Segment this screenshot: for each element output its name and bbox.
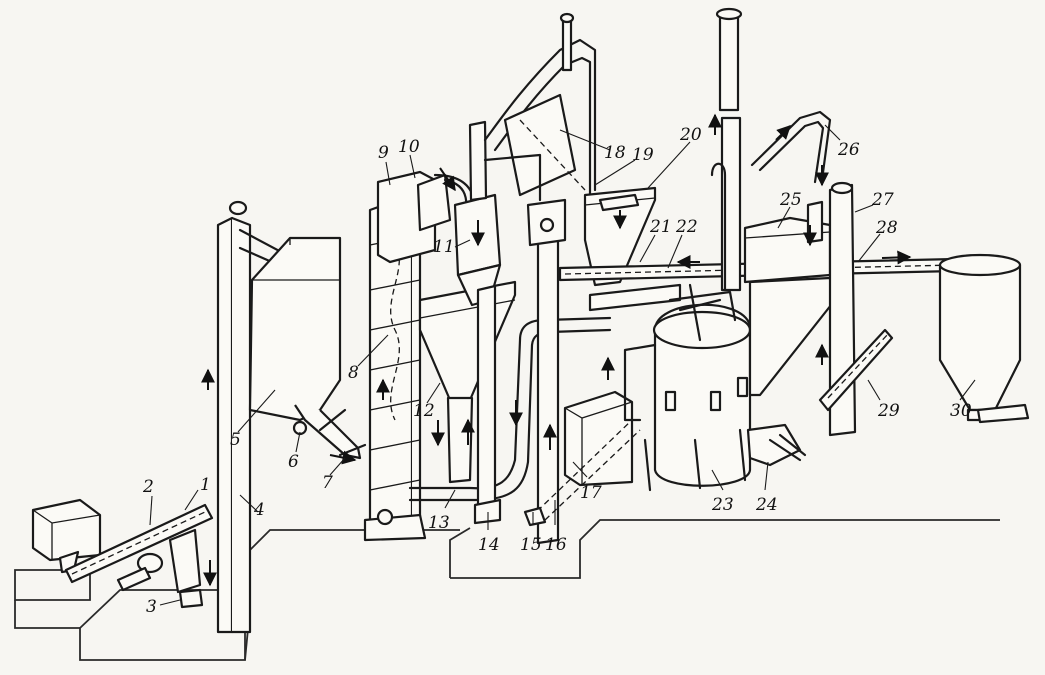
label-28: 28 xyxy=(875,218,898,238)
bucket-elevator-4 xyxy=(216,200,302,634)
furnace-23 xyxy=(623,283,752,492)
silo-30 xyxy=(938,253,1030,424)
label-30: 30 xyxy=(950,401,972,421)
label-26: 26 xyxy=(837,140,860,160)
label-18: 18 xyxy=(604,143,626,163)
label-25: 25 xyxy=(779,190,802,210)
label-6: 6 xyxy=(288,452,299,472)
label-7: 7 xyxy=(322,473,333,493)
label-8: 8 xyxy=(348,363,359,383)
label-23: 23 xyxy=(711,495,734,515)
stack xyxy=(710,7,743,292)
label-4: 4 xyxy=(253,500,265,520)
elevator-8 xyxy=(363,193,427,542)
label-12: 12 xyxy=(413,401,435,421)
label-17: 17 xyxy=(580,483,602,503)
label-13: 13 xyxy=(428,513,450,533)
column-16 xyxy=(526,198,567,545)
label-15: 15 xyxy=(520,535,542,555)
label-19: 19 xyxy=(632,145,654,165)
label-9: 9 xyxy=(378,143,389,163)
chute-15 xyxy=(523,419,641,527)
flow-arrows xyxy=(201,113,912,587)
label-10: 10 xyxy=(398,137,420,157)
label-20: 20 xyxy=(679,125,702,145)
column-14 xyxy=(473,284,502,525)
label-29: 29 xyxy=(877,401,900,421)
label-22: 22 xyxy=(675,217,698,237)
label-27: 27 xyxy=(871,190,894,210)
label-11: 11 xyxy=(433,237,455,257)
bunker-25 xyxy=(743,200,837,397)
leader-lines xyxy=(149,124,976,606)
label-3: 3 xyxy=(146,597,157,617)
component-labels: 1 2 3 4 5 6 7 8 9 10 11 12 13 14 15 16 1… xyxy=(142,125,972,617)
pipe-26 xyxy=(750,110,832,184)
gas-duct-18 xyxy=(483,12,597,202)
label-14: 14 xyxy=(478,535,500,555)
label-16: 16 xyxy=(545,535,567,555)
discharge-24 xyxy=(746,423,807,467)
storage-bunker-5 xyxy=(248,236,367,460)
label-2: 2 xyxy=(142,477,154,497)
label-21: 21 xyxy=(649,217,672,237)
label-1: 1 xyxy=(200,475,211,495)
bunker-19-20 xyxy=(583,186,657,287)
label-24: 24 xyxy=(755,495,778,515)
chain-conveyor xyxy=(64,503,214,609)
label-5: 5 xyxy=(230,430,241,450)
hopper-12 xyxy=(418,280,517,484)
cyclone-11 xyxy=(453,120,502,307)
box-17 xyxy=(563,390,634,487)
conveyor-29 xyxy=(818,328,894,412)
